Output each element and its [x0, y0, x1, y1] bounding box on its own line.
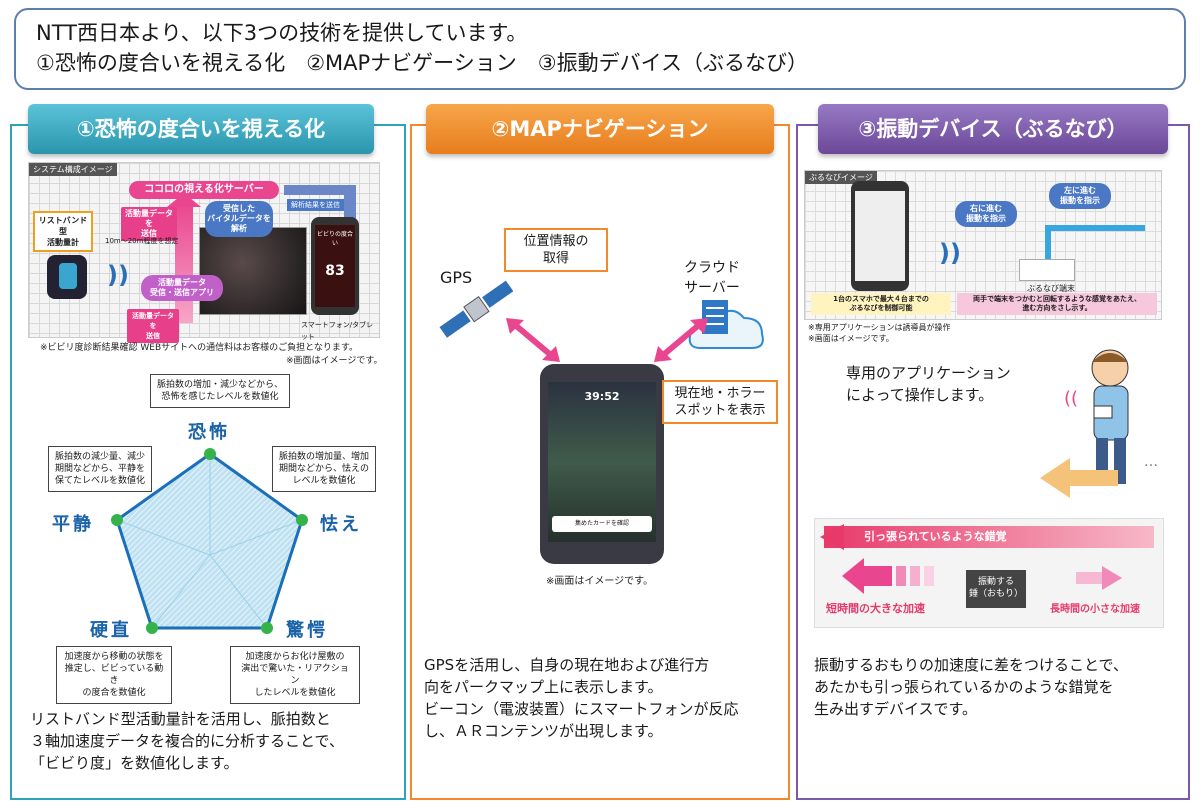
short-acceleration-arrow — [842, 558, 934, 594]
calm-callout: 脈拍数の減少量、減少 期間などから、平静を 保てたレベルを数値化 — [48, 446, 152, 492]
illusion-banner: 引っ張られているような錯覚 — [824, 526, 1154, 548]
panel2-description: GPSを活用し、自身の現在地および進行方 向をパークマップ上に表示します。 ビー… — [424, 656, 739, 740]
long-acceleration-arrow — [1076, 566, 1122, 590]
system-diagram: システム構成イメージ ココロの視える化サーバー リストバンド型 活動量計 )) … — [28, 162, 380, 343]
timid-callout: 脈拍数の増加量、増加 期間などから、怯えの レベルを数値化 — [272, 446, 376, 492]
burunavi-diagram-title: ぶるなびイメージ — [805, 171, 877, 184]
upload-arrow-head — [167, 193, 201, 207]
phone-title: ビビりの度合い — [316, 231, 353, 247]
phone-caption: スマートフォン/タブレット — [301, 321, 374, 341]
fear-callout: 脈拍数の増加・減少などから、 恐怖を感じたレベルを数値化 — [150, 374, 290, 408]
svg-text:…: … — [1144, 454, 1158, 470]
app-label: 活動量データ 受信・送信アプリ — [141, 275, 223, 301]
system-note: ※ビビリ度診断結果確認 WEBサイトへの通信料はお客様のご負担となります。 — [40, 343, 358, 353]
haunted-house-photo — [199, 227, 307, 315]
app-operation-text: 専用のアプリケーション によって操作します。 — [846, 364, 1011, 404]
cloud-server-icon — [688, 300, 764, 349]
cloud-label: クラウド サーバー — [684, 260, 740, 296]
stiff-callout: 加速度から移動の状態を 推定し、ビビっている動き の度合を数値化 — [56, 646, 172, 704]
burunavi-device — [1019, 259, 1075, 281]
smartphone-screen — [315, 225, 355, 307]
left-instruction: 左に進む 振動を指示 — [1049, 183, 1111, 209]
hold-note: 両手で端末をつかむと回転するような感覚をあたえ、 進む方向をさし示す。 — [957, 293, 1157, 315]
axis-stiff: 硬直 — [90, 620, 132, 641]
axis-timid: 怯え — [320, 514, 362, 535]
direction-arrow — [1040, 458, 1118, 498]
right-instruction: 右に進む 振動を指示 — [955, 201, 1017, 227]
axis-startle: 驚愕 — [286, 620, 328, 641]
long-acceleration-label: 長時間の小さな加速 — [1050, 604, 1140, 615]
navigation-map-screen — [548, 382, 656, 542]
header-line-2: ①恐怖の度合いを視える化 ②MAPナビゲーション ③振動デバイス（ぶるなび） — [36, 51, 808, 75]
cloud-phone-arrow — [654, 318, 708, 362]
gps-label: GPS — [440, 268, 473, 287]
phone-score: 83 — [325, 263, 345, 279]
send-result-label: 解析結果を送信 — [287, 199, 344, 211]
distance-label: 10m～20m程度を想定 — [105, 237, 179, 245]
map-img-note: ※画面はイメージです。 — [546, 576, 654, 587]
upload-arrow — [175, 203, 193, 323]
axis-fear: 恐怖 — [188, 422, 230, 443]
tab-vibration-device: ③振動デバイス（ぶるなび） — [818, 104, 1168, 154]
axis-calm: 平静 — [52, 514, 94, 535]
startle-callout: 加速度からお化け屋敷の 演出で驚いた・リアクション したレベルを数値化 — [230, 646, 360, 704]
radar-point-startle — [261, 622, 273, 634]
controller-phone-screen — [855, 191, 905, 281]
app-note: ※専用アプリケーションは誘導員が操作 ※画面はイメージです。 — [808, 323, 951, 343]
navigation-timer: 39:52 — [584, 390, 620, 403]
device-label: ぶるなび端末 — [1027, 284, 1075, 293]
collected-cards-button[interactable]: 集めたカードを確認 — [552, 516, 652, 532]
radar-chart — [111, 448, 308, 634]
spot-bubble: 現在地・ホラー スポットを表示 — [662, 380, 778, 424]
radar-point-calm — [111, 514, 123, 526]
gps-phone-arrow — [506, 318, 560, 362]
satellite-icon — [438, 279, 515, 340]
system-img-note: ※画面はイメージです。 — [286, 356, 383, 366]
burunavi-diagram: ぶるなびイメージ )) 右に進む 振動を指示 左に進む 振動を指示 ぶるなび端末… — [804, 170, 1162, 320]
path-arrow-vertical — [1045, 225, 1051, 265]
radar-point-timid — [296, 514, 308, 526]
send-data-label-2: 活動量データを 送信 — [127, 309, 179, 343]
panel3-description: 振動するおもりの加速度に差をつけることで、 あたかも引っ張られているかのような錯… — [814, 656, 1128, 718]
signal-icon: )) — [107, 261, 129, 289]
header-box: NTT西日本より、以下3つの技術を提供しています。 ①恐怖の度合いを視える化 ②… — [14, 8, 1186, 90]
system-diagram-title: システム構成イメージ — [29, 163, 117, 176]
analyze-label: 受信した バイタルデータを解析 — [205, 201, 273, 237]
signal-icon-2: )) — [939, 239, 961, 267]
wristband-screen — [59, 263, 77, 289]
panel1-description: リストバンド型活動量計を活用し、脈拍数と ３軸加速度データを複合的に分析すること… — [30, 710, 344, 772]
short-acceleration-label: 短時間の大きな加速 — [826, 602, 925, 615]
send-data-label: 活動量データを 送信 — [121, 207, 177, 241]
result-arrow-down — [344, 185, 356, 227]
weight-box: 振動する 錘（おもり） — [966, 570, 1026, 608]
radar-point-stiff — [146, 622, 158, 634]
radar-point-fear — [204, 448, 216, 460]
illusion-arrow-head — [820, 524, 844, 550]
path-arrow-horizontal — [1045, 225, 1145, 231]
svg-text:((: (( — [1064, 388, 1078, 409]
control-note: 1台のスマホで最大４台までの ぶるなびを制御可能 — [811, 293, 951, 315]
tab-map-navigation: ②MAPナビゲーション — [426, 104, 774, 154]
server-label: ココロの視える化サーバー — [129, 181, 279, 199]
tab-fear-visualization: ①恐怖の度合いを視える化 — [28, 104, 374, 154]
result-arrow — [284, 185, 344, 195]
location-bubble: 位置情報の 取得 — [504, 228, 608, 272]
header-line-1: NTT西日本より、以下3つの技術を提供しています。 — [36, 21, 528, 45]
band-label: リストバンド型 活動量計 — [33, 211, 93, 252]
